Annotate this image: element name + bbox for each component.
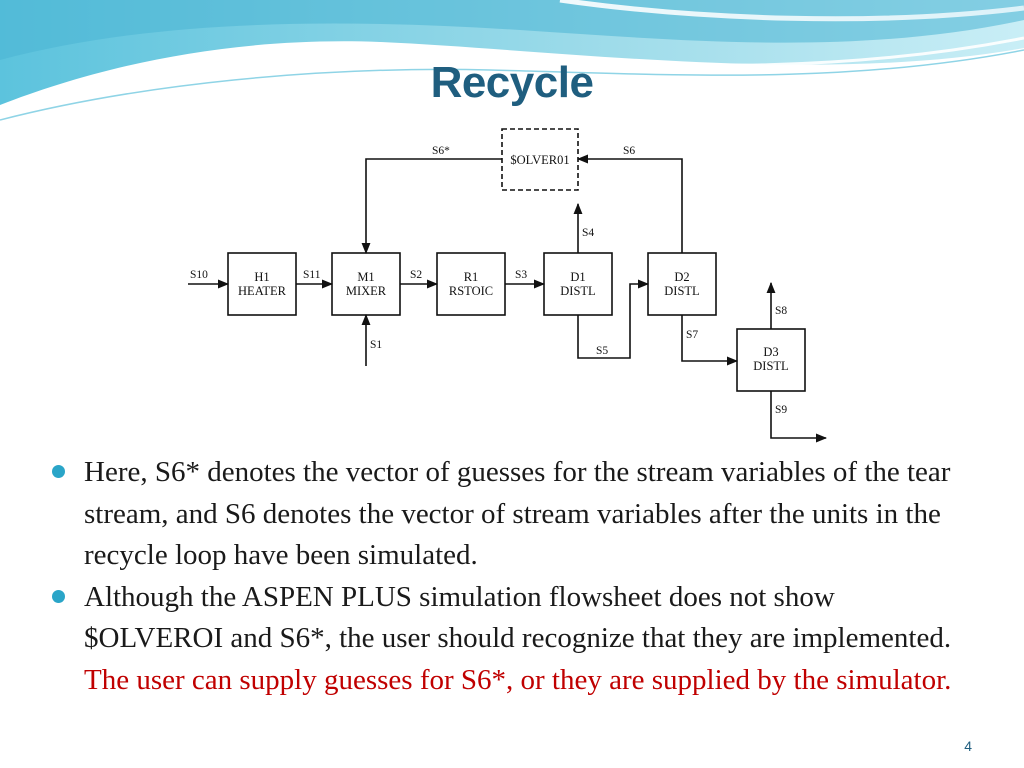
bullet-item: Here, S6* denotes the vector of guesses … bbox=[52, 452, 972, 577]
block-r1-type: RSTOIC bbox=[449, 284, 493, 298]
block-d1-type: DISTL bbox=[560, 284, 595, 298]
stream-s10-label: S10 bbox=[190, 269, 208, 281]
header-wave-decoration bbox=[0, 0, 1024, 121]
stream-s8-label: S8 bbox=[775, 305, 787, 317]
block-m1-type: MIXER bbox=[346, 284, 387, 298]
stream-s6-star-line bbox=[361, 158, 502, 255]
recycle-flowsheet-diagram: H1 HEATER M1 MIXER R1 RSTOIC D1 DISTL D2… bbox=[188, 128, 828, 443]
stream-s6-line bbox=[576, 154, 683, 253]
slide-title: Recycle bbox=[430, 58, 594, 107]
bullet-list: Here, S6* denotes the vector of guesses … bbox=[52, 452, 972, 701]
block-d2-type: DISTL bbox=[664, 284, 699, 298]
block-solver-label: $OLVER01 bbox=[510, 153, 569, 167]
block-h1 bbox=[227, 252, 297, 316]
stream-s11-label: S11 bbox=[303, 269, 321, 281]
bullet-highlight-text: The user can supply guesses for S6*, or … bbox=[84, 663, 952, 696]
stream-s9-label: S9 bbox=[775, 404, 787, 416]
stream-s4-label: S4 bbox=[582, 227, 594, 239]
block-h1-type: HEATER bbox=[238, 284, 287, 298]
stream-s7-label: S7 bbox=[686, 329, 698, 341]
stream-s7-line bbox=[681, 315, 739, 366]
bullet-text: Here, S6* denotes the vector of guesses … bbox=[84, 456, 951, 571]
block-m1-id: M1 bbox=[357, 270, 374, 284]
block-d3-type: DISTL bbox=[753, 359, 788, 373]
block-h1-id: H1 bbox=[254, 270, 269, 284]
block-d2-id: D2 bbox=[674, 270, 689, 284]
bullet-item: Although the ASPEN PLUS simulation flows… bbox=[52, 577, 972, 702]
block-r1-id: R1 bbox=[464, 270, 479, 284]
stream-s1-label: S1 bbox=[370, 339, 382, 351]
stream-s9-line bbox=[770, 391, 828, 443]
block-d3-id: D3 bbox=[763, 345, 778, 359]
bullet-marker-icon bbox=[52, 589, 65, 603]
stream-s5-label: S5 bbox=[596, 345, 608, 357]
block-d1-id: D1 bbox=[570, 270, 585, 284]
stream-s3-label: S3 bbox=[515, 269, 527, 281]
bullet-marker-icon bbox=[52, 465, 65, 478]
bullet-text: Although the ASPEN PLUS simulation flows… bbox=[84, 580, 952, 655]
stream-s6-label: S6 bbox=[623, 145, 635, 157]
page-number: 4 bbox=[964, 738, 972, 754]
stream-s5-line bbox=[577, 279, 650, 359]
stream-s2-label: S2 bbox=[410, 269, 422, 281]
stream-s6-star-label: S6* bbox=[432, 145, 450, 157]
